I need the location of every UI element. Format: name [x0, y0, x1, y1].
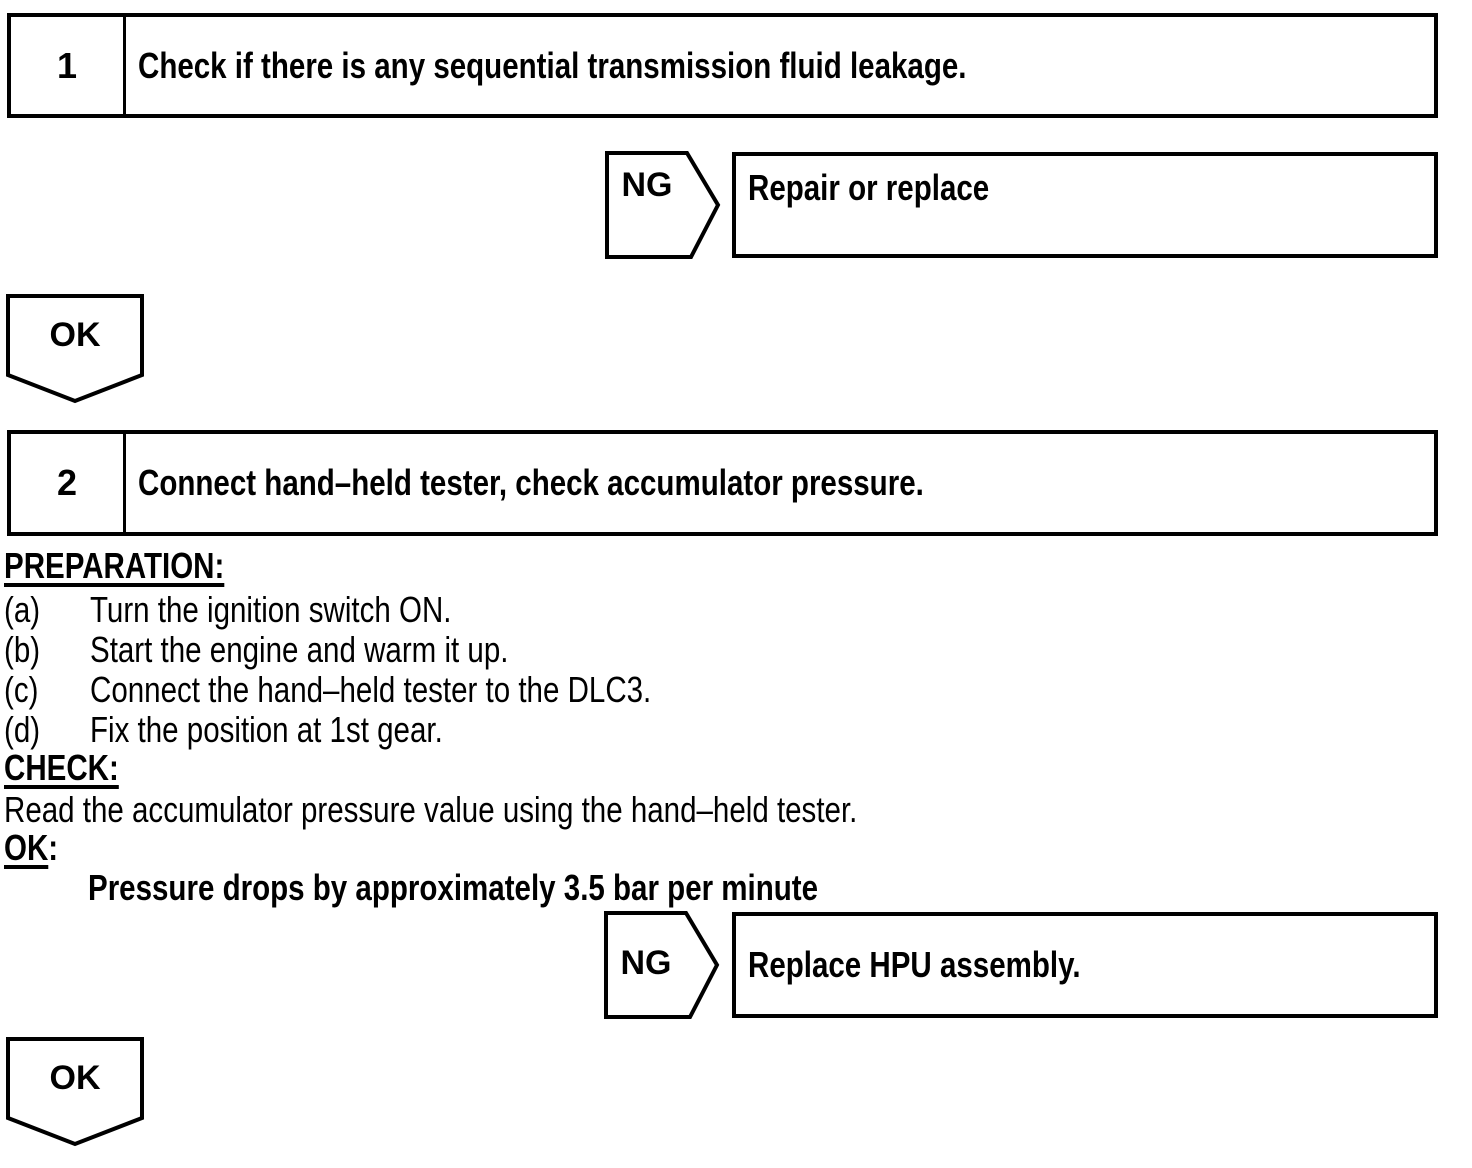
- prep-step-text: Fix the position at 1st gear.: [90, 709, 443, 750]
- check-heading: CHECK:: [4, 747, 119, 788]
- ok-heading-colon: :: [48, 827, 59, 868]
- step-1-box: 1 Check if there is any sequential trans…: [7, 13, 1438, 118]
- ok-pentagon-shape: [6, 294, 144, 404]
- ok-criterion: Pressure drops by approximately 3.5 bar …: [88, 867, 819, 908]
- ok-arrow-icon: OK: [6, 1037, 144, 1147]
- step-2-number: 2: [56, 462, 78, 503]
- ok-label: OK: [49, 1059, 101, 1097]
- ng-arrow-icon: NG: [605, 151, 721, 259]
- step-1-ng-action: Repair or replace: [748, 167, 990, 208]
- step-2-ng-action-box: Replace HPU assembly.: [732, 912, 1438, 1018]
- step-1-title-cell: Check if there is any sequential transmi…: [126, 17, 1434, 114]
- prep-step-text: Turn the ignition switch ON.: [90, 589, 452, 630]
- ok-heading: OK: [4, 827, 49, 868]
- step-1-number: 1: [56, 44, 78, 86]
- prep-step-text: Start the engine and warm it up.: [90, 629, 509, 670]
- prep-step-label: (a): [4, 589, 41, 630]
- step-1-title: Check if there is any sequential transmi…: [138, 44, 967, 86]
- check-text: Read the accumulator pressure value usin…: [4, 789, 858, 830]
- ok-heading-line: OK:: [4, 828, 70, 868]
- step-2-title: Connect hand–held tester, check accumula…: [138, 462, 924, 503]
- step-2-number-cell: 2: [11, 434, 126, 532]
- step-1-ng-action-box: Repair or replace: [732, 152, 1438, 258]
- preparation-heading: PREPARATION:: [4, 545, 225, 586]
- prep-step-label: (c): [4, 669, 39, 710]
- step-2-title-cell: Connect hand–held tester, check accumula…: [126, 434, 1434, 532]
- prep-step-label: (b): [4, 629, 41, 670]
- prep-step-label: (d): [4, 709, 41, 750]
- step-2-box: 2 Connect hand–held tester, check accumu…: [7, 430, 1438, 536]
- ok-label: OK: [49, 316, 101, 354]
- step-2-ng-action: Replace HPU assembly.: [748, 944, 1081, 985]
- step-1-number-cell: 1: [11, 17, 126, 114]
- ng-label: NG: [621, 166, 673, 204]
- ng-label: NG: [620, 944, 672, 982]
- preparation-heading-line: PREPARATION:: [4, 546, 273, 586]
- check-heading-line: CHECK:: [4, 748, 144, 788]
- ng-arrow-icon: NG: [604, 911, 720, 1019]
- ng-pentagon-shape: [605, 151, 721, 259]
- prep-step-text: Connect the hand–held tester to the DLC3…: [90, 669, 652, 710]
- ok-arrow-icon: OK: [6, 294, 144, 404]
- ok-pentagon-shape: [6, 1037, 144, 1147]
- check-text-line: Read the accumulator pressure value usin…: [4, 790, 1045, 830]
- ng-pentagon-shape: [604, 911, 720, 1019]
